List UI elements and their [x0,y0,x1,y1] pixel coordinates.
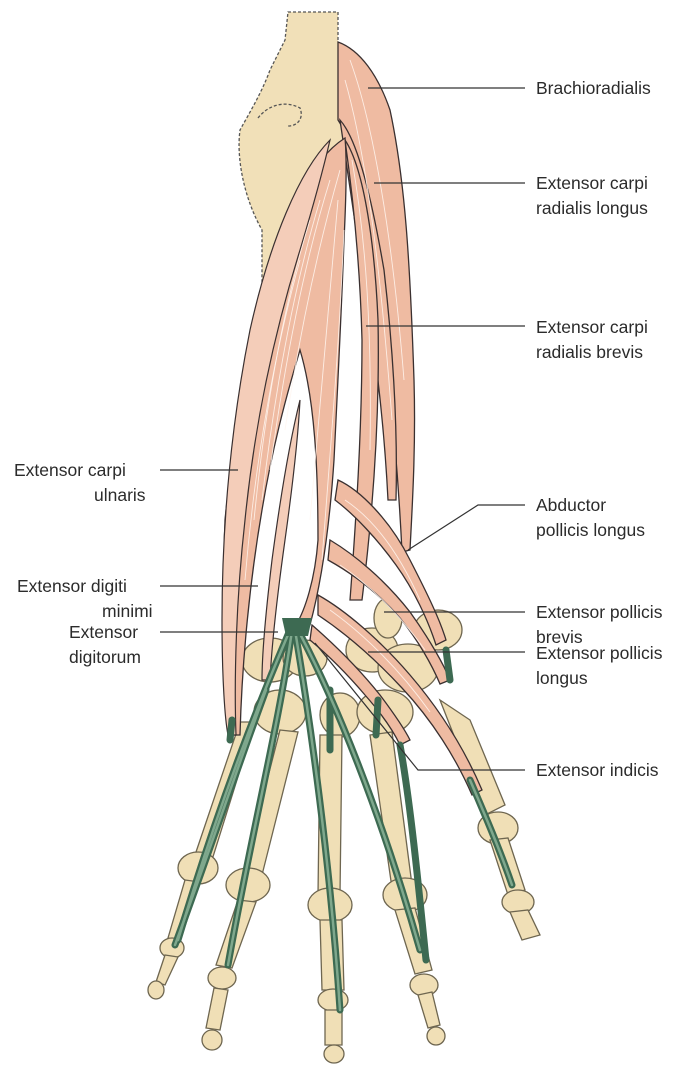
label-epl-line1: Extensor pollicis [536,643,663,663]
label-brachioradialis: Brachioradialis [536,78,651,98]
label-ed-line1: Extensor [69,622,138,642]
label-ed-line2: digitorum [69,647,141,667]
label-ecrl-line1: Extensor carpi [536,173,648,193]
leader-apl [408,505,525,550]
label-ecrl-line2: radialis longus [536,198,648,218]
label-ei: Extensor indicis [536,760,659,780]
label-apl-line1: Abductor [536,495,606,515]
label-apl-line2: pollicis longus [536,520,645,540]
label-edm-line2: minimi [102,601,153,621]
label-ecrb-line2: radialis brevis [536,342,643,362]
label-ecrb-line1: Extensor carpi [536,317,648,337]
label-edm-line1: Extensor digiti [17,576,127,596]
label-ecu-line2: ulnaris [94,485,146,505]
label-ecu-line1: Extensor carpi [14,460,126,480]
label-epb-line1: Extensor pollicis [536,602,663,622]
label-epl-line2: longus [536,668,588,688]
